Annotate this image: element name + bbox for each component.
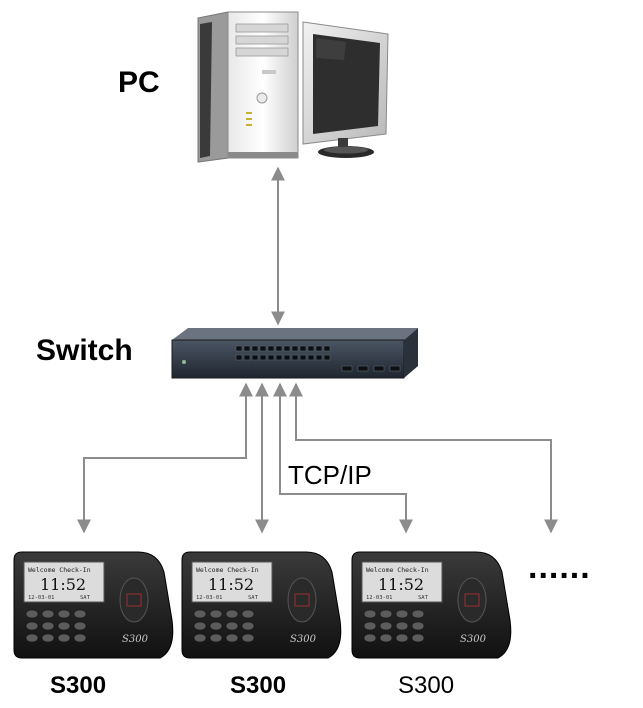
link-device-1 (77, 382, 253, 534)
switch-label: Switch (36, 334, 133, 367)
screen-date: 12-03-01 (196, 595, 223, 601)
model-badge: S300 (460, 634, 487, 645)
device-2-label: S300 (230, 672, 287, 699)
link-device-3 (273, 382, 413, 534)
screen-day: SAT (418, 595, 429, 601)
pc-label: PC (118, 66, 160, 99)
link-device-more (289, 382, 558, 534)
s300-device-2: Welcome Check-In 11:52 12-03-01 SAT S300 (181, 551, 342, 659)
screen-day: SAT (248, 595, 259, 601)
screen-greeting: Welcome Check-In (366, 566, 429, 574)
switch-device-links (77, 382, 558, 534)
screen-time: 11:52 (378, 575, 424, 594)
model-badge: S300 (122, 634, 149, 645)
s300-device-3: Welcome Check-In 11:52 12-03-01 SAT S300 (351, 551, 512, 659)
protocol-label: TCP/IP (288, 460, 372, 490)
screen-day: SAT (80, 595, 91, 601)
switch-illustration (171, 328, 418, 379)
screen-date: 12-03-01 (366, 595, 393, 601)
device-3-label: S300 (398, 672, 455, 699)
screen-time: 11:52 (208, 575, 254, 594)
model-badge: S300 (290, 634, 317, 645)
pc-illustration (197, 11, 389, 163)
screen-date: 12-03-01 (28, 595, 55, 601)
screen-greeting: Welcome Check-In (196, 566, 259, 574)
device-1-label: S300 (50, 672, 107, 699)
screen-greeting: Welcome Check-In (28, 566, 91, 574)
screen-time: 11:52 (40, 575, 86, 594)
more-devices-ellipsis: ...... (528, 548, 591, 586)
s300-device-1: Welcome Check-In 11:52 12-03-01 SAT S300 (13, 551, 174, 659)
